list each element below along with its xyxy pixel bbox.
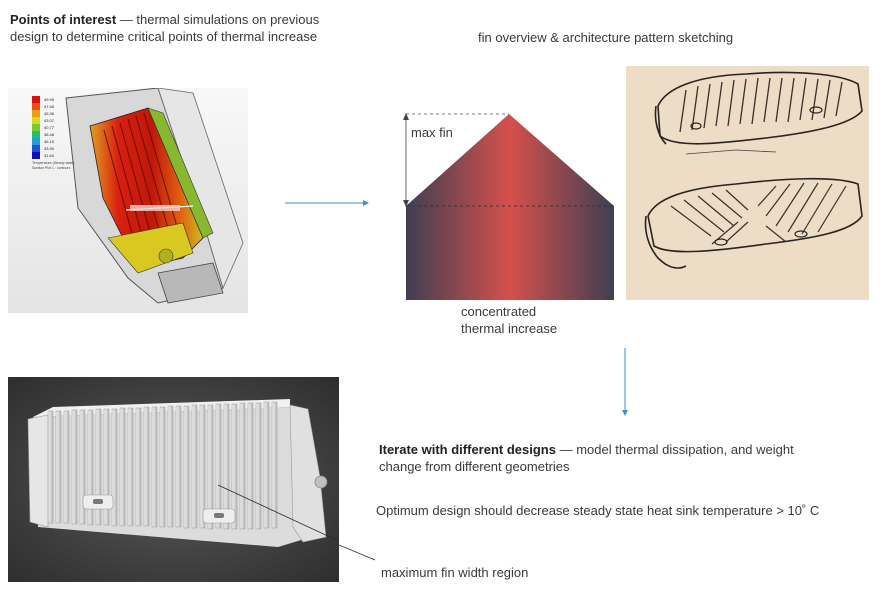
- render-graphic: [8, 377, 339, 582]
- optimum-text: Optimum design should decrease steady st…: [376, 503, 820, 518]
- max-fin-label: max fin: [411, 125, 453, 140]
- legend-caption: Temperature (Steady state): [32, 161, 74, 165]
- down-arrow-icon: [622, 348, 628, 416]
- fin-profile-diagram: [403, 113, 614, 300]
- sketch-graphic: [626, 66, 869, 300]
- legend-value: 40.77: [44, 125, 55, 130]
- simulation-graphic: 49.95 47.65 45.36 43.07 40.77 38.48 36.1…: [8, 88, 248, 313]
- iterate-text: Iterate with different designs — model t…: [379, 441, 819, 475]
- legend-value: 33.90: [44, 146, 55, 151]
- intro-description: — thermal simulations on previous design…: [10, 12, 320, 44]
- iterate-title: Iterate with different designs: [379, 442, 556, 457]
- heat-sink-render-image: [8, 377, 339, 582]
- legend-value: 47.65: [44, 104, 55, 109]
- legend-value: 45.36: [44, 111, 55, 116]
- max-fin-width-callout: maximum fin width region: [381, 565, 529, 580]
- fin-overview-caption: fin overview & architecture pattern sket…: [478, 30, 734, 45]
- thermal-increase-label: concentrated thermal increase: [461, 304, 558, 336]
- callout-leader-line: [217, 484, 339, 542]
- temperature-legend: 49.95 47.65 45.36 43.07 40.77 38.48 36.1…: [32, 96, 74, 170]
- legend-value: 38.48: [44, 132, 55, 137]
- intro-title: Points of interest: [10, 12, 117, 27]
- fin-sketch-image: [626, 66, 869, 300]
- callout-leader-extension: [339, 544, 376, 561]
- legend-value: 43.07: [44, 118, 55, 123]
- legend-value: 49.95: [44, 97, 55, 102]
- legend-value: 36.19: [44, 139, 55, 144]
- fin-profile-shape: [406, 114, 614, 300]
- right-arrow-icon: [285, 200, 369, 206]
- legend-value: 31.60: [44, 153, 55, 158]
- thermal-simulation-image: 49.95 47.65 45.36 43.07 40.77 38.48 36.1…: [8, 88, 248, 313]
- legend-caption: Surface Plot 1 : contours: [32, 166, 71, 170]
- iterate-description: — model thermal dissipation, and weight …: [379, 442, 794, 474]
- intro-text: Points of interest — thermal simulations…: [10, 11, 350, 45]
